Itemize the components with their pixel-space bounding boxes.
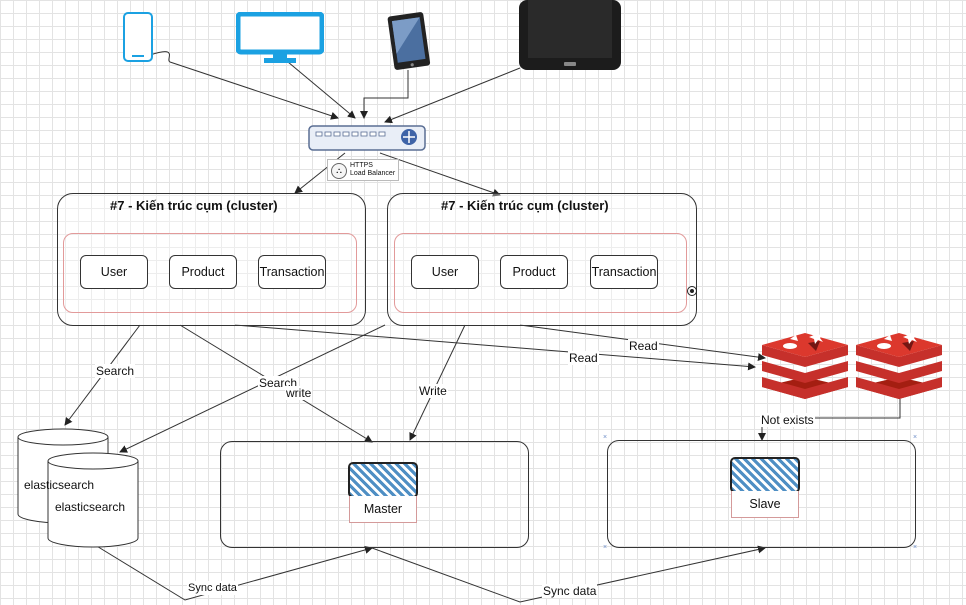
service-product-2: Product [500, 255, 568, 289]
edge-label-sync-2: Sync data [542, 584, 598, 598]
selection-handle: × [913, 434, 918, 441]
slave-container [607, 440, 916, 548]
edge-lb-cluster2 [379, 152, 501, 197]
edge-monitor-lb [287, 61, 356, 119]
target-icon [687, 286, 697, 296]
network-icon: ⛬ [331, 163, 347, 179]
edge-label-write-2: Write [418, 384, 448, 398]
service-user-2: User [411, 255, 479, 289]
load-balancer-icon [308, 125, 426, 151]
master-container [220, 441, 529, 548]
elasticsearch-label-2: elasticsearch [55, 500, 126, 514]
load-balancer-caption: ⛬ HTTPS Load Balancer [327, 159, 400, 181]
edge-tablet2-lb [384, 67, 521, 124]
load-balancer [308, 124, 426, 159]
monitor-icon [235, 11, 325, 69]
edge-read-1 [234, 324, 756, 371]
cluster-2-services-group [394, 233, 687, 313]
redis-icon [760, 325, 850, 405]
edge-label-read-2: Read [568, 351, 599, 365]
lb-name: Load Balancer [350, 170, 396, 177]
edge-label-search-1: Search [95, 364, 136, 378]
edge-search-2 [119, 324, 386, 453]
slave-db-icon [730, 457, 800, 493]
edge-sync-1 [94, 544, 373, 601]
service-product-1: Product [169, 255, 237, 289]
cluster-2-title: #7 - Kiến trúc cụm (cluster) [441, 198, 609, 213]
redis-icon [854, 325, 944, 405]
master-db-icon [348, 462, 418, 498]
tablet-icon [385, 12, 433, 77]
edge-label-sync-1: Sync data [187, 581, 238, 595]
edge-write-2 [409, 324, 466, 441]
cluster-1-title: #7 - Kiến trúc cụm (cluster) [110, 198, 278, 213]
service-user-1: User [80, 255, 148, 289]
tablet-large-icon [518, 0, 622, 77]
elasticsearch-label-1: elasticsearch [24, 478, 95, 492]
lb-protocol: HTTPS [350, 162, 373, 169]
master-label: Master [349, 496, 417, 523]
edge-phone-lb [149, 51, 339, 120]
service-transaction-2: Transaction [590, 255, 658, 289]
edge-label-write-1: write [285, 386, 313, 400]
edge-sync-2 [371, 545, 766, 603]
cluster-1-services-group [63, 233, 357, 313]
selection-handle: × [913, 544, 918, 551]
phone-icon [122, 12, 154, 67]
elasticsearch-cylinder-2 [47, 452, 139, 553]
service-transaction-1: Transaction [258, 255, 326, 289]
selection-handle: × [603, 434, 608, 441]
edge-tablet-lb [360, 70, 409, 119]
edge-not-exists [758, 398, 901, 441]
edge-label-read-1: Read [628, 339, 659, 353]
slave-label: Slave [731, 491, 799, 518]
edge-label-not-exists: Not exists [760, 413, 815, 427]
selection-handle: × [603, 544, 608, 551]
